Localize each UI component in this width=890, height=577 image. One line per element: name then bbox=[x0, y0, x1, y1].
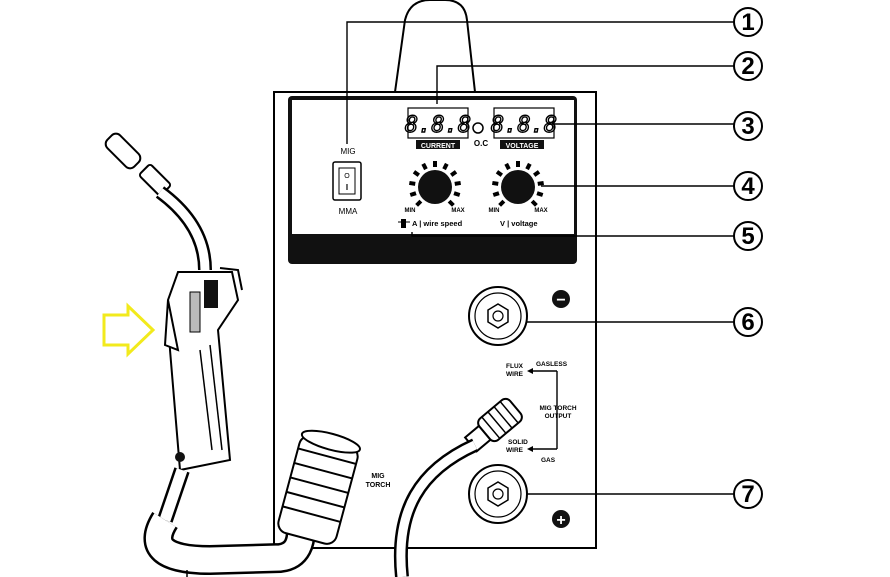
callout-circle bbox=[733, 221, 763, 251]
negative-symbol: − bbox=[556, 292, 565, 309]
knob-scale-tick bbox=[453, 191, 461, 197]
knob-scale-tick bbox=[495, 170, 503, 177]
knob-scale-tick bbox=[504, 162, 511, 171]
knob-scale-tick bbox=[409, 191, 417, 197]
callout-number: 7 bbox=[741, 481, 754, 508]
right-knob-caption: V | voltage bbox=[500, 219, 538, 228]
switch-mig-label: MIG bbox=[340, 147, 355, 156]
knob-scale-tick bbox=[412, 170, 420, 177]
positive-terminal-bolt bbox=[492, 488, 504, 500]
knob-scale-tick bbox=[409, 180, 416, 186]
callout-circle bbox=[733, 51, 763, 81]
negative-terminal-bolt bbox=[492, 310, 504, 322]
callout-number: 3 bbox=[741, 113, 754, 140]
callout-circle bbox=[733, 479, 763, 509]
positive-symbol-badge bbox=[552, 510, 570, 528]
torch-cable-core bbox=[396, 440, 477, 577]
callout-circle bbox=[733, 171, 763, 201]
positive-symbol: + bbox=[556, 512, 565, 529]
mode-switch-rocker bbox=[338, 167, 356, 195]
left-knob-scale bbox=[409, 161, 461, 207]
voltage-knob[interactable] bbox=[501, 170, 535, 204]
callout-number: 4 bbox=[741, 173, 755, 200]
left-knob-caption: A | wire speed bbox=[412, 219, 463, 228]
gasless-label: GASLESS bbox=[536, 361, 568, 368]
trigger-arrow-icon bbox=[102, 302, 156, 358]
right-knob-scale bbox=[492, 161, 544, 207]
voltage-label: VOLTAGE bbox=[506, 143, 539, 150]
voltage-label-bar bbox=[500, 140, 544, 149]
current-label: CURRENT bbox=[421, 143, 456, 150]
right-knob-max: MAX bbox=[534, 208, 547, 214]
knob-scale-tick bbox=[525, 162, 532, 171]
callout-number: 5 bbox=[741, 223, 754, 250]
gas-label: GAS bbox=[541, 457, 556, 464]
knob-scale-tick bbox=[447, 199, 455, 207]
switch-on-glyph: O bbox=[344, 173, 350, 180]
knob-scale-tick bbox=[498, 199, 506, 207]
voltage-display-digits: 8.8.8 bbox=[491, 113, 557, 138]
current-display-digits: 8.8.8 bbox=[405, 113, 471, 138]
knob-scale-tick bbox=[442, 162, 449, 171]
knob-scale-tick bbox=[415, 199, 423, 207]
left-knob-max: MAX bbox=[451, 208, 464, 214]
voltage-display bbox=[493, 107, 555, 139]
current-display bbox=[407, 107, 469, 139]
oc-label: O.C bbox=[474, 139, 488, 148]
knob-scale-tick bbox=[537, 180, 544, 186]
callout-circle bbox=[733, 111, 763, 141]
knob-scale-tick bbox=[530, 199, 538, 207]
knob-scale-tick bbox=[421, 162, 428, 171]
right-knob-min: MIN bbox=[489, 208, 500, 214]
callout-number: 6 bbox=[741, 309, 754, 336]
callout-circle bbox=[733, 307, 763, 337]
negative-symbol-badge bbox=[552, 290, 570, 308]
knob-scale-tick bbox=[536, 191, 544, 197]
switch-mma-label: MMA bbox=[339, 207, 358, 216]
machine-handle bbox=[394, 0, 476, 93]
hose-connector bbox=[277, 429, 361, 545]
current-label-bar bbox=[416, 140, 460, 149]
knob-scale-tick bbox=[533, 170, 541, 177]
switch-off-glyph: I bbox=[346, 183, 348, 192]
wire-speed-knob[interactable] bbox=[418, 170, 452, 204]
callouts: 1 2 3 4 5 6 7 bbox=[733, 7, 763, 509]
left-knob-min: MIN bbox=[405, 208, 416, 214]
knob-scale-tick bbox=[492, 191, 500, 197]
callout-number: 1 bbox=[741, 9, 754, 36]
leader-lines bbox=[346, 21, 734, 495]
callout-number: 2 bbox=[741, 53, 754, 80]
knob-scale-tick bbox=[454, 180, 461, 186]
torch-mini-icon bbox=[398, 219, 410, 228]
oc-indicator-light bbox=[472, 122, 484, 134]
knob-scale-tick bbox=[450, 170, 458, 177]
knob-scale-tick bbox=[492, 180, 499, 186]
callout-circle bbox=[733, 7, 763, 37]
mig-gun bbox=[104, 132, 243, 523]
